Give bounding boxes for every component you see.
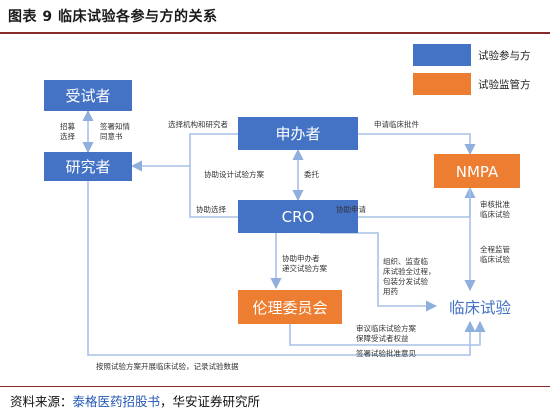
node-ethics: 伦理委员会 bbox=[238, 290, 342, 324]
node-researcher: 研究者 bbox=[44, 152, 132, 181]
node-trial-label: 临床试验 bbox=[449, 299, 512, 317]
edge-ethics-trial bbox=[289, 320, 486, 346]
node-cro-label: CRO bbox=[282, 208, 315, 226]
node-sponsor-box bbox=[238, 117, 358, 150]
node-ethics-box bbox=[238, 290, 342, 324]
edge-cro-nmpa bbox=[358, 186, 476, 218]
label-assist-select: 协助选择 bbox=[196, 204, 226, 214]
node-nmpa-box bbox=[434, 154, 520, 188]
node-nmpa: NMPA bbox=[434, 154, 520, 188]
label-assist-sponsor-1: 协助申办者 bbox=[282, 253, 320, 263]
label-organize-3: 包装分发试验 bbox=[383, 276, 428, 286]
label-select-institution: 选择机构和研究者 bbox=[168, 119, 228, 129]
edge-labels: 招募 选择 签署知情 同意书 选择机构和研究者 申请临床批件 协助设计试验方案 … bbox=[60, 119, 510, 371]
edge-sponsor-researcher bbox=[130, 133, 238, 172]
label-consent-2: 同意书 bbox=[100, 131, 123, 141]
label-organize-1: 组织、监查临 bbox=[383, 256, 428, 266]
title-bar: 图表 9 临床试验各参与方的关系 bbox=[0, 0, 550, 34]
label-recruit-1: 招募 bbox=[60, 121, 75, 131]
label-assist-design: 协助设计试验方案 bbox=[204, 169, 264, 179]
node-subject-label: 受试者 bbox=[65, 87, 110, 105]
node-subject-box bbox=[44, 80, 132, 111]
label-review-approve-1: 审核批准 bbox=[480, 199, 510, 209]
node-trial: 临床试验 bbox=[449, 299, 512, 317]
label-apply-approval: 申请临床批件 bbox=[374, 119, 419, 129]
source-divider bbox=[0, 386, 550, 387]
node-nmpa-label: NMPA bbox=[456, 163, 499, 181]
label-assist-sponsor-2: 递交试验方案 bbox=[282, 263, 327, 273]
label-supervise-2: 临床试验 bbox=[480, 254, 510, 264]
source-note: 资料来源：泰格医药招股书，华安证券研究所 bbox=[10, 391, 260, 410]
legend-regulator-label: 试验监管方 bbox=[478, 78, 531, 91]
legend-participant-label: 试验参与方 bbox=[478, 49, 531, 62]
label-organize-4: 用药 bbox=[383, 286, 398, 296]
node-subject: 受试者 bbox=[44, 80, 132, 111]
label-review-protocol-1: 审议临床试验方案 bbox=[356, 323, 416, 333]
label-assist-apply: 协助申请 bbox=[336, 204, 366, 214]
node-researcher-box bbox=[44, 152, 132, 181]
source-suffix: ，华安证券研究所 bbox=[160, 394, 261, 409]
label-review-protocol-2: 保障受试者权益 bbox=[356, 333, 409, 343]
relationship-diagram: 试验参与方 试验监管方 受试者 研究者 申办 bbox=[44, 44, 531, 371]
label-entrust: 委托 bbox=[304, 169, 319, 179]
edge-cro-researcher bbox=[189, 166, 238, 218]
legend: 试验参与方 试验监管方 bbox=[413, 44, 531, 95]
node-ethics-label: 伦理委员会 bbox=[252, 299, 327, 317]
node-cro-box bbox=[238, 200, 358, 233]
node-sponsor: 申办者 bbox=[238, 117, 358, 150]
node-researcher-label: 研究者 bbox=[65, 158, 110, 176]
label-organize-2: 床试验全过程， bbox=[383, 266, 436, 276]
node-cro: CRO bbox=[238, 200, 358, 233]
label-recruit-2: 选择 bbox=[60, 131, 75, 141]
legend-regulator-swatch bbox=[413, 73, 471, 95]
label-conduct: 按照试验方案开展临床试验，记录试验数据 bbox=[96, 361, 239, 371]
edge-sponsor-nmpa bbox=[358, 133, 476, 156]
source-link[interactable]: 泰格医药招股书 bbox=[72, 394, 161, 409]
legend-participant-swatch bbox=[413, 44, 471, 66]
figure-title: 图表 9 临床试验各参与方的关系 bbox=[8, 9, 218, 25]
label-review-approve-2: 临床试验 bbox=[480, 209, 510, 219]
source-prefix: 资料来源： bbox=[10, 394, 73, 409]
label-sign-approval: 签署试验批准意见 bbox=[356, 348, 416, 358]
node-sponsor-label: 申办者 bbox=[275, 125, 320, 143]
label-supervise-1: 全程监管 bbox=[480, 244, 510, 254]
label-consent-1: 签署知情 bbox=[100, 121, 130, 131]
edge-researcher-trial bbox=[87, 181, 476, 356]
